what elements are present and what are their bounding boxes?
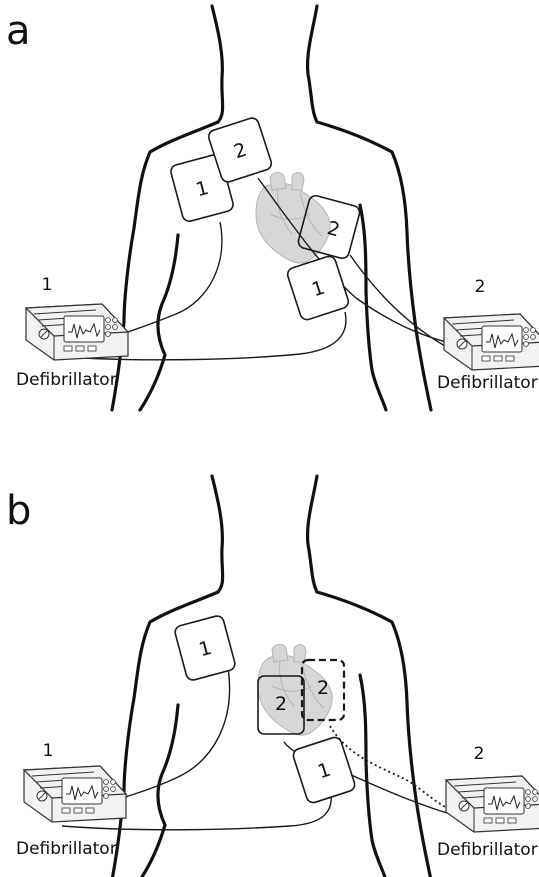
defibrillator-icon (446, 776, 539, 832)
device-number: 2 (475, 277, 486, 297)
pad-label: 2 (317, 677, 329, 699)
panel-a: a 1 2 2 1 1 2 Defibrillator Defibr (6, 6, 539, 410)
pad-label: 2 (275, 693, 287, 715)
panel-b: b 1 2 2 1 1 2 Defibrillator Defibrillato… (6, 476, 539, 877)
defibrillator-icon (444, 314, 539, 370)
device-label: Defibrillator (437, 373, 538, 393)
device-label: Defibrillator (16, 839, 117, 859)
panel-letter: b (6, 488, 31, 534)
heart-icon (256, 172, 330, 263)
panel-letter: a (6, 8, 31, 54)
defibrillator-icon (24, 766, 126, 822)
defibrillator-icon (26, 304, 128, 360)
device-number: 2 (474, 744, 485, 764)
device-number: 1 (43, 741, 54, 761)
device-label: Defibrillator (16, 370, 117, 390)
device-number: 1 (42, 275, 53, 295)
device-label: Defibrillator (437, 840, 538, 860)
